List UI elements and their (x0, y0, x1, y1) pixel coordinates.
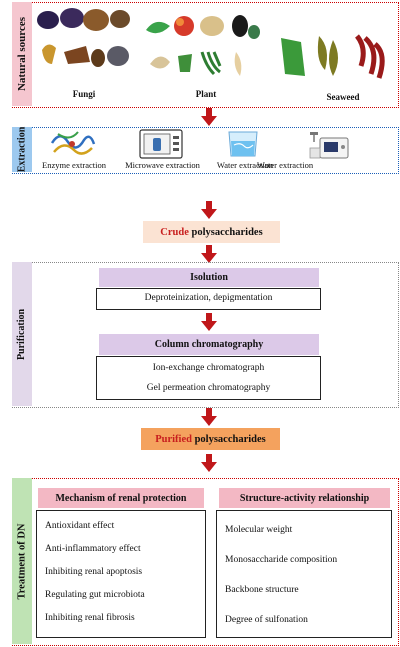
arrow-down-1 (201, 108, 217, 126)
structure-factor-2: Monosaccharide composition (225, 555, 338, 565)
arrow-down-4 (201, 313, 217, 331)
structure-factor-1: Molecular weight (225, 525, 293, 535)
arrow-down-6 (201, 454, 217, 472)
arrow-down-3 (201, 245, 217, 263)
arrow-down-5 (201, 408, 217, 426)
chromatography-method-1: Ion-exchange chromatograph (152, 363, 265, 373)
renal-mechanism-1: Antioxidant effect (45, 521, 115, 531)
crude-rest: polysaccharides (188, 226, 263, 238)
natural-sources-tab: Natural sources (12, 2, 32, 106)
extraction-method-3: Water extraction (216, 160, 274, 170)
microwave-image (139, 129, 183, 159)
crude-highlight: Crude (160, 226, 189, 238)
plant-image (146, 15, 260, 76)
structure-activity-panel: Molecular weight Monosaccharide composit… (216, 510, 392, 638)
plant-caption: Plant (195, 89, 217, 99)
purified-rest: polysaccharides (191, 433, 266, 445)
renal-mechanism-2: Anti-inflammatory effect (45, 544, 141, 554)
extraction-method-4: Water extraction (256, 160, 314, 170)
purification-tab: Purification (12, 262, 32, 406)
seaweed-image (281, 34, 385, 79)
renal-mechanism-4: Regulating gut microbiota (45, 590, 145, 600)
renal-mechanism-5: Inhibiting renal fibrosis (45, 613, 135, 623)
isolution-header: Isolution (99, 268, 319, 287)
extraction-tab: Extraction (12, 127, 32, 172)
water-bath-image (228, 131, 258, 157)
extraction-method-2: Microwave extraction (125, 160, 200, 170)
column-chromatography-panel: Ion-exchange chromatograph Gel permeatio… (96, 356, 321, 400)
arrow-down-2 (201, 201, 217, 219)
isolution-panel: Deproteinization, depigmentation (96, 288, 321, 310)
extraction-label: Extraction (16, 126, 28, 173)
seaweed-caption: Seaweed (326, 92, 360, 102)
crude-polysaccharides-box: Crude polysaccharides (143, 221, 280, 243)
enzyme-image (50, 131, 96, 155)
renal-protection-header: Mechanism of renal protection (38, 488, 204, 508)
purification-label: Purification (16, 308, 28, 360)
renal-mechanism-3: Inhibiting renal apoptosis (45, 567, 143, 577)
purified-highlight: Purified (155, 433, 192, 445)
treatment-tab: Treatment of DN (12, 478, 32, 644)
ultrasonic-image (309, 132, 349, 159)
fungi-image (37, 8, 130, 67)
purified-polysaccharides-box: Purified polysaccharides (141, 428, 280, 450)
extraction-method-1: Enzyme extraction (42, 160, 106, 170)
column-chromatography-header: Column chromatography (99, 334, 319, 355)
structure-factor-3: Backbone structure (225, 585, 299, 595)
chromatography-method-2: Gel permeation chromatography (146, 383, 271, 393)
treatment-label: Treatment of DN (16, 522, 28, 600)
isolution-detail: Deproteinization, depigmentation (144, 293, 273, 303)
renal-protection-panel: Antioxidant effect Anti-inflammatory eff… (36, 510, 206, 638)
structure-factor-4: Degree of sulfonation (225, 615, 308, 625)
structure-activity-header: Structure-activity relationship (219, 488, 390, 508)
natural-sources-label: Natural sources (16, 16, 29, 92)
fungi-caption: Fungi (72, 89, 96, 99)
